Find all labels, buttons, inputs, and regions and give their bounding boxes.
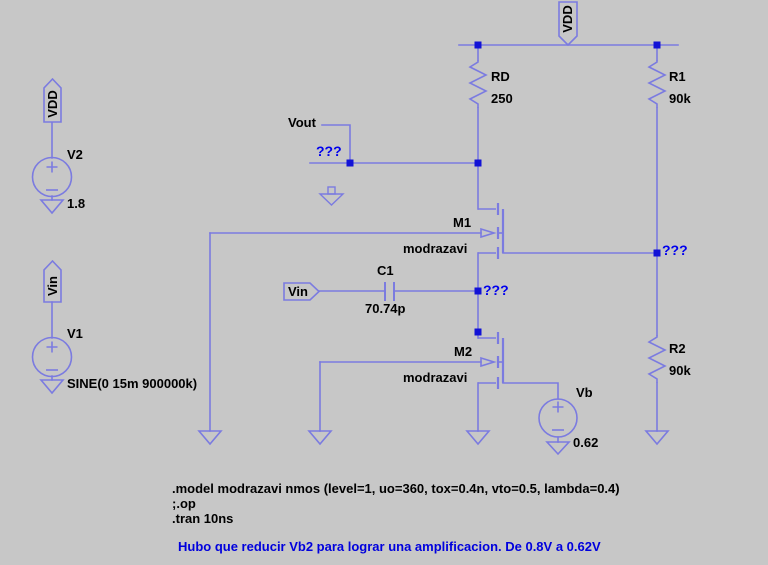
m1-name[interactable]: M1 (453, 215, 472, 230)
ground-icon-vb[interactable] (545, 441, 571, 456)
net-label-input[interactable]: ??? (483, 282, 509, 298)
c1-value[interactable]: 70.74p (365, 301, 406, 316)
capacitor-c1[interactable] (384, 282, 395, 301)
v1-value[interactable]: SINE(0 15m 900000k) (67, 376, 198, 391)
vsource-v1[interactable] (31, 336, 73, 378)
vout-net-label[interactable]: Vout (288, 115, 316, 130)
m2-model[interactable]: modrazavi (403, 370, 468, 385)
spice-directive-tran[interactable]: .tran 10ns (172, 511, 234, 526)
spice-directive-op[interactable]: ;.op (172, 496, 196, 511)
resistor-rd[interactable] (468, 60, 488, 108)
vdd-flag-left-label[interactable]: VDD (45, 90, 60, 118)
resistor-r1[interactable] (647, 60, 667, 108)
net-label-vout[interactable]: ??? (316, 143, 342, 159)
vin-flag-input-label[interactable]: Vin (288, 284, 308, 299)
nmos-m2[interactable] (478, 332, 505, 389)
vdd-flag-left[interactable] (43, 77, 62, 123)
ground-icon-v1[interactable] (39, 379, 65, 395)
v2-name[interactable]: V2 (67, 147, 83, 162)
rd-value[interactable]: 250 (491, 91, 513, 106)
vin-flag-left[interactable] (43, 259, 62, 303)
vdd-flag-top[interactable] (558, 1, 578, 47)
spice-directive-model[interactable]: .model modrazavi nmos (level=1, uo=360, … (172, 481, 620, 496)
m2-gate-arrow-icon (480, 356, 497, 368)
schematic-comment[interactable]: Hubo que reducir Vb2 para lograr una amp… (178, 539, 601, 554)
r2-name[interactable]: R2 (669, 341, 686, 356)
vin-flag-input[interactable] (283, 282, 321, 301)
vsource-vb[interactable] (538, 398, 578, 438)
rd-name[interactable]: RD (491, 69, 510, 84)
r1-name[interactable]: R1 (669, 69, 686, 84)
ground-icon-m2-source[interactable] (465, 430, 491, 446)
m1-gate-arrow-icon (480, 227, 497, 239)
vin-flag-left-label[interactable]: Vin (45, 276, 60, 296)
m1-model[interactable]: modrazavi (403, 241, 468, 256)
vb-name[interactable]: Vb (576, 385, 593, 400)
vdd-flag-top-label[interactable]: VDD (560, 5, 575, 33)
ground-icon-v2[interactable] (39, 199, 65, 215)
v1-name[interactable]: V1 (67, 326, 83, 341)
resistor-r2[interactable] (647, 335, 667, 383)
r2-value[interactable]: 90k (669, 363, 691, 378)
ground-icon-floating[interactable] (318, 186, 345, 206)
v2-value[interactable]: 1.8 (67, 196, 86, 211)
ground-icon-m1-gate[interactable] (197, 430, 223, 446)
junction-dots (346, 41, 661, 336)
net-label-source[interactable]: ??? (662, 242, 688, 258)
nmos-m1[interactable] (478, 203, 505, 259)
vsource-v2[interactable] (31, 156, 73, 198)
ground-icon-r2[interactable] (644, 430, 670, 446)
r1-value[interactable]: 90k (669, 91, 691, 106)
m2-name[interactable]: M2 (454, 344, 473, 359)
ground-icon-m2-gate[interactable] (307, 430, 333, 446)
vb-value[interactable]: 0.62 (573, 435, 599, 450)
c1-name[interactable]: C1 (377, 263, 394, 278)
